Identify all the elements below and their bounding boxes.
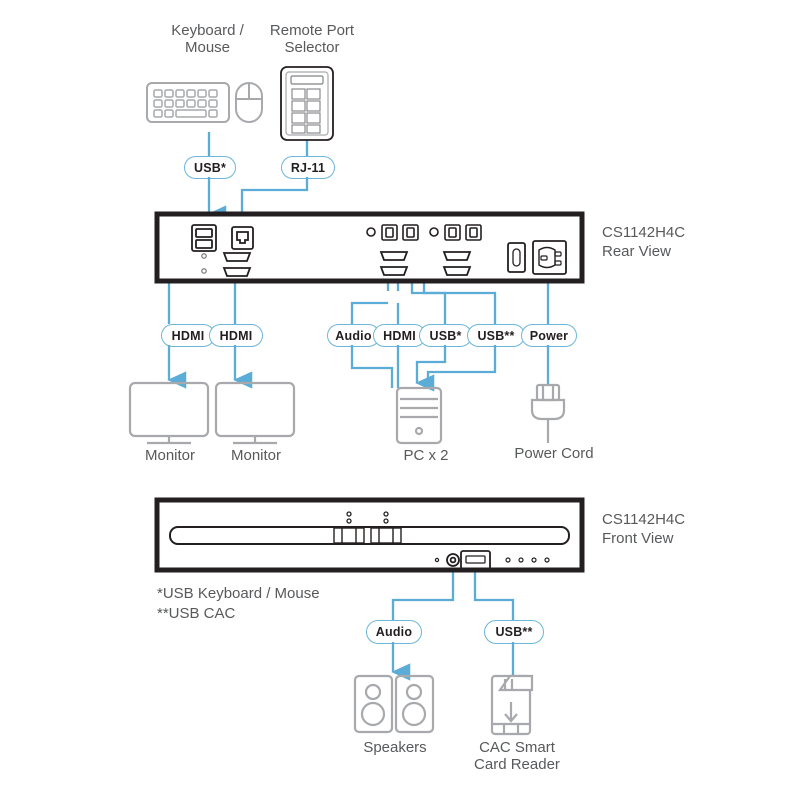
remote-port-selector-icon bbox=[280, 66, 334, 141]
cable-rj11-to-rear bbox=[240, 177, 309, 214]
front-port-buttons bbox=[333, 527, 402, 544]
pc-tower-icon bbox=[395, 386, 443, 445]
connector-usb-pc: USB* bbox=[419, 324, 472, 347]
connector-usb-cac-front: USB** bbox=[484, 620, 544, 644]
connector-usb-kb-ms: USB* bbox=[184, 156, 236, 179]
connector-power: Power bbox=[521, 324, 577, 347]
label-remote-port-selector: Remote Port Selector bbox=[269, 22, 355, 57]
cable-usb-to-pc bbox=[415, 345, 447, 392]
label-power-cord: Power Cord bbox=[514, 445, 594, 462]
label-keyboard-mouse: Keyboard / Mouse bbox=[171, 22, 244, 57]
rear-power-socket bbox=[532, 240, 567, 275]
connector-usb-cac-pc: USB** bbox=[467, 324, 525, 347]
label-monitor-1: Monitor bbox=[144, 447, 196, 464]
front-status-leds bbox=[505, 557, 550, 563]
label-speakers: Speakers bbox=[363, 739, 427, 756]
cable-audio-elbow bbox=[350, 301, 388, 324]
speakers-icon bbox=[353, 674, 435, 734]
rear-pc1-ports bbox=[366, 224, 419, 276]
rear-power-switch bbox=[507, 242, 526, 273]
front-panel bbox=[154, 497, 585, 573]
footnotes: *USB Keyboard / Mouse **USB CAC bbox=[157, 585, 320, 622]
connector-rj11: RJ-11 bbox=[281, 156, 335, 179]
cable-front-audio bbox=[391, 567, 455, 620]
rear-rj11-port bbox=[231, 226, 254, 250]
rear-pc2-ports bbox=[429, 224, 482, 276]
front-audio-jack bbox=[434, 553, 460, 567]
cable-audio-to-pc bbox=[350, 345, 394, 388]
rear-console-usb-ports bbox=[191, 224, 217, 252]
rear-console-hdmi-ports bbox=[201, 252, 252, 277]
front-led-indicators bbox=[346, 511, 389, 524]
label-monitor-2: Monitor bbox=[230, 447, 282, 464]
label-pc: PC x 2 bbox=[403, 447, 449, 464]
rear-panel bbox=[154, 211, 585, 284]
keyboard-icon bbox=[146, 82, 230, 123]
label-cac-reader: CAC Smart Card Reader bbox=[474, 739, 560, 774]
label-front-view: CS1142H4C Front View bbox=[602, 511, 686, 547]
front-usb-port bbox=[460, 550, 491, 570]
cac-reader-icon bbox=[490, 674, 534, 736]
power-cord-icon bbox=[530, 383, 566, 443]
monitor-2-icon bbox=[214, 381, 296, 445]
mouse-icon bbox=[235, 82, 263, 123]
cable-usbcac-to-pc bbox=[426, 345, 497, 388]
monitor-1-icon bbox=[128, 381, 210, 445]
label-rear-view: CS1142H4C Rear View bbox=[602, 224, 686, 260]
cable-front-usb bbox=[473, 570, 515, 620]
